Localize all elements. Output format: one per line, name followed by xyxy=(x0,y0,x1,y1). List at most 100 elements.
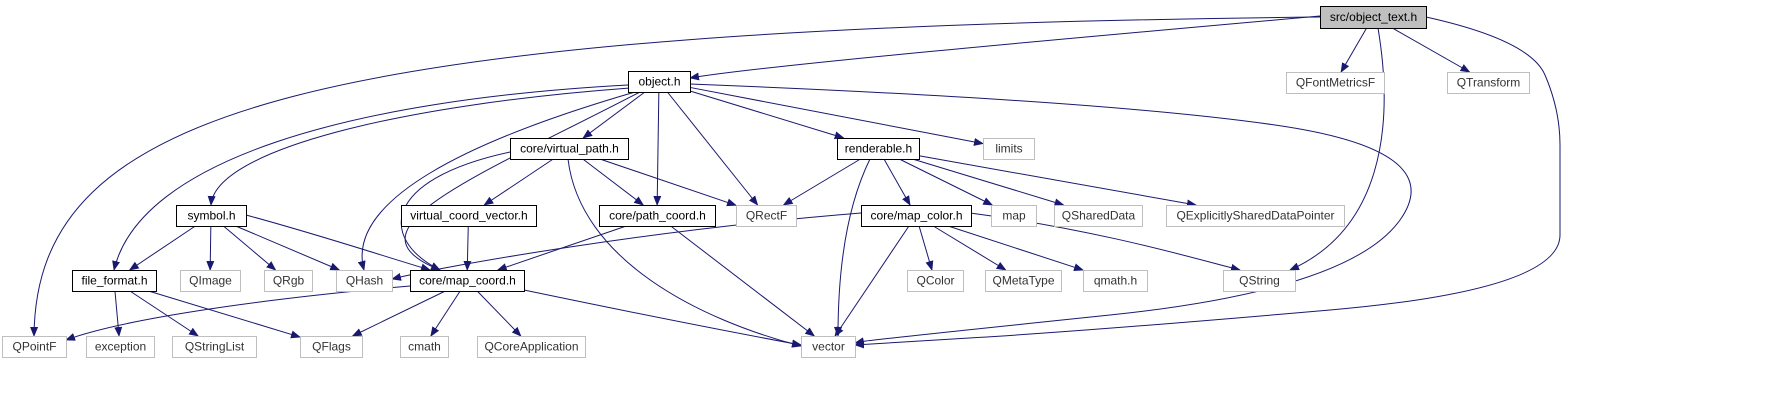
node-box xyxy=(1223,270,1296,292)
edge-object_h-to-map_coord_h xyxy=(404,91,641,271)
node-label: QString xyxy=(1239,274,1280,288)
node-map: map xyxy=(991,205,1037,227)
edge-file_format_h-to-qstringlist xyxy=(129,290,199,337)
node-box xyxy=(907,270,964,292)
node-label: QSharedData xyxy=(1062,209,1136,223)
node-box xyxy=(628,71,691,93)
node-box xyxy=(1286,72,1385,94)
node-virtual-coord-vector-h[interactable]: virtual_coord_vector.h xyxy=(401,205,537,227)
edge-path_coord_h-to-vector xyxy=(670,225,816,337)
node-path-coord-h[interactable]: core/path_coord.h xyxy=(599,205,716,227)
edge-renderable_h-to-qshareddata xyxy=(912,158,1065,207)
node-label: QHash xyxy=(346,274,383,288)
node-qexplicitly: QExplicitlySharedDataPointer xyxy=(1166,205,1345,227)
node-file-format-h[interactable]: file_format.h xyxy=(72,270,157,292)
edge-renderable_h-to-qrectf xyxy=(782,158,861,206)
node-label: symbol.h xyxy=(187,209,235,223)
node-box xyxy=(180,270,241,292)
node-box xyxy=(1447,72,1530,94)
node-label: QFontMetricsF xyxy=(1296,76,1375,90)
node-box xyxy=(1054,205,1143,227)
node-root[interactable]: src/object_text.h xyxy=(1320,6,1427,29)
node-qfontmetricsf: QFontMetricsF xyxy=(1286,72,1385,94)
edge-root-to-qtransform xyxy=(1392,27,1471,73)
node-label: cmath xyxy=(408,340,441,354)
nodes-layer: src/object_text.h object.h QFontMetricsF QT… xyxy=(2,6,1530,358)
node-box xyxy=(991,205,1037,227)
node-qcolor: QColor xyxy=(907,270,964,292)
edge-root-to-qstring xyxy=(1289,27,1385,271)
edge-object_h-to-virtual_path_h xyxy=(582,91,646,139)
edge-root-to-qfontmetricsf xyxy=(1340,27,1368,73)
edge-map_color_h-to-qmetatype xyxy=(933,225,1007,271)
edge-object_h-to-path_coord_h xyxy=(653,91,662,206)
node-renderable-h[interactable]: renderable.h xyxy=(837,138,920,160)
node-label: file_format.h xyxy=(81,274,147,288)
edge-map_color_h-to-qmath_h xyxy=(947,225,1084,272)
node-label: QRgb xyxy=(273,274,305,288)
node-label: QStringList xyxy=(185,340,245,354)
node-cmath: cmath xyxy=(400,336,449,358)
edge-root-to-object_h xyxy=(689,15,1321,81)
node-box xyxy=(1083,270,1148,292)
node-label: QMetaType xyxy=(992,274,1054,288)
node-object-h[interactable]: object.h xyxy=(628,71,691,93)
edge-renderable_h-to-map_color_h xyxy=(883,158,911,206)
node-label: core/virtual_path.h xyxy=(520,142,619,156)
edge-virtual_path_h-to-path_coord_h xyxy=(582,158,645,206)
node-box xyxy=(1166,205,1345,227)
node-limits: limits xyxy=(983,138,1035,160)
edge-symbol_h-to-qrgb xyxy=(223,225,277,271)
node-box xyxy=(2,336,67,358)
node-box xyxy=(400,336,449,358)
edge-symbol_h-to-qimage xyxy=(206,225,215,271)
node-label: qmath.h xyxy=(1094,274,1137,288)
node-box xyxy=(72,270,157,292)
node-box xyxy=(300,336,363,358)
node-label: QFlags xyxy=(312,340,351,354)
edge-map_color_h-to-qcolor xyxy=(918,225,934,271)
edge-map_color_h-to-vector xyxy=(834,225,910,337)
node-qstringlist: QStringList xyxy=(172,336,257,358)
edge-object_h-to-qhash xyxy=(357,91,636,271)
node-box xyxy=(861,205,972,227)
edge-virtual_path_h-to-virtual_coord_vector_h xyxy=(483,158,554,206)
edge-symbol_h-to-file_format_h xyxy=(128,225,196,271)
node-map-color-h[interactable]: core/map_color.h xyxy=(861,205,972,227)
edge-virtual_coord_vector_h-to-map_coord_h xyxy=(463,225,472,271)
node-box xyxy=(410,270,525,292)
node-map-coord-h[interactable]: core/map_coord.h xyxy=(410,270,525,292)
node-qrgb: QRgb xyxy=(264,270,313,292)
edge-file_format_h-to-qflags xyxy=(148,290,301,339)
node-vector: vector xyxy=(801,336,856,358)
node-label: map xyxy=(1002,209,1026,223)
node-label: QPointF xyxy=(12,340,56,354)
node-box xyxy=(736,205,797,227)
node-symbol-h[interactable]: symbol.h xyxy=(176,205,247,227)
edges-layer xyxy=(30,15,1561,349)
node-box xyxy=(477,336,586,358)
edge-root-to-vector xyxy=(854,16,1561,349)
node-qcoreapplication: QCoreApplication xyxy=(477,336,586,358)
edge-map_coord_h-to-vector xyxy=(523,289,802,348)
node-exception: exception xyxy=(86,336,155,358)
node-box xyxy=(599,205,716,227)
node-qshareddata: QSharedData xyxy=(1054,205,1143,227)
node-box xyxy=(264,270,313,292)
node-qrectf: QRectF xyxy=(736,205,797,227)
edge-root-to-qpointf xyxy=(30,16,1321,337)
node-qflags: QFlags xyxy=(300,336,363,358)
node-label: QTransform xyxy=(1457,76,1521,90)
node-qstring: QString xyxy=(1223,270,1296,292)
node-virtual-path-h[interactable]: core/virtual_path.h xyxy=(510,138,629,160)
node-label: QExplicitlySharedDataPointer xyxy=(1176,209,1334,223)
node-label: QImage xyxy=(189,274,232,288)
node-box xyxy=(86,336,155,358)
node-label: renderable.h xyxy=(845,142,912,156)
edge-symbol_h-to-map_coord_h xyxy=(245,214,431,272)
node-qmath-h: qmath.h xyxy=(1083,270,1148,292)
edge-object_h-to-limits xyxy=(689,86,984,146)
node-box xyxy=(983,138,1035,160)
edge-symbol_h-to-qhash xyxy=(235,225,341,271)
node-label: exception xyxy=(95,340,146,354)
